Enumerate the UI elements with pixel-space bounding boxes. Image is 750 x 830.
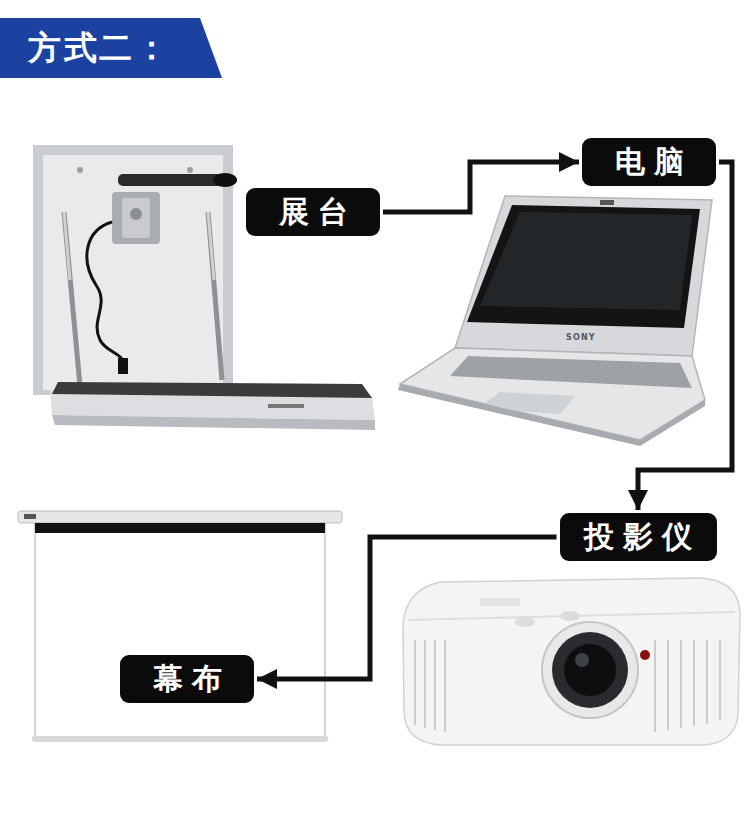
laptop-illustration: [398, 196, 712, 446]
flow-arrow: [257, 537, 557, 679]
title-text: 方式二：: [28, 26, 171, 71]
flow-arrow: [638, 162, 732, 510]
label-box: 幕布: [120, 655, 254, 703]
title-band: [0, 18, 222, 78]
label-box: 电脑: [582, 138, 716, 186]
brand-label: SONY: [566, 333, 596, 342]
flow-arrow: [383, 162, 579, 212]
label-box: 投影仪: [560, 513, 717, 561]
label-box: 展台: [246, 188, 380, 236]
title-area: 方式二：: [0, 18, 215, 78]
box-label: 投影仪: [584, 519, 701, 555]
box-label: 幕布: [153, 661, 231, 697]
projector-illustration: [403, 578, 740, 745]
projection-screen-illustration: [18, 511, 342, 742]
box-label: 展台: [279, 194, 357, 230]
box-label: 电脑: [615, 144, 693, 180]
